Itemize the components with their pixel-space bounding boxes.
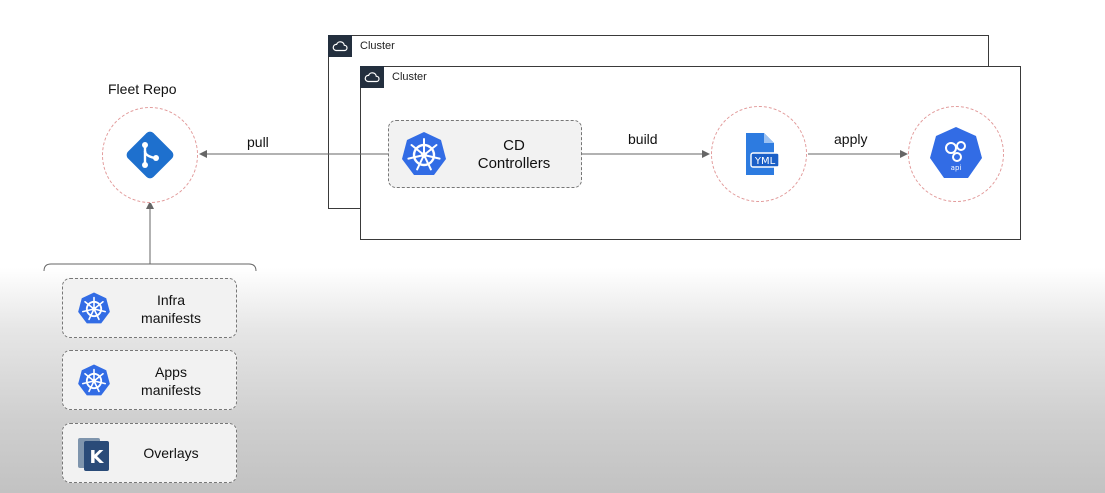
source-label-line1: Infra [156, 292, 185, 308]
api-text: api [951, 164, 962, 172]
source-apps-manifests: Apps manifests [62, 350, 237, 410]
git-icon [126, 131, 174, 179]
pull-label: pull [247, 134, 269, 150]
source-label-line1: Overlays [143, 445, 199, 461]
cd-controllers-line1: CD [503, 137, 525, 154]
source-overlays: K Overlays [62, 423, 237, 483]
api-node: api [908, 106, 1004, 202]
source-label-line2: manifests [141, 310, 201, 326]
cloud-icon [328, 35, 352, 57]
apply-label: apply [834, 131, 868, 147]
source-infra-manifests: Infra manifests [62, 278, 237, 338]
cluster-label: Cluster [392, 71, 427, 83]
fleet-repo-title: Fleet Repo [108, 81, 177, 97]
cd-controllers-node: CD Controllers [388, 120, 582, 188]
yml-text: YML [754, 156, 776, 167]
sources-bracket [43, 263, 257, 272]
build-label: build [628, 131, 658, 147]
source-label-line1: Apps [155, 364, 187, 380]
kubernetes-icon [78, 292, 110, 324]
source-label-line2: manifests [141, 382, 201, 398]
yml-node: YML [711, 106, 807, 202]
fleet-repo-node [102, 107, 198, 203]
kubernetes-icon [402, 132, 446, 175]
kustomize-icon: K [78, 438, 109, 471]
cd-controllers-line2: Controllers [477, 155, 551, 172]
kubernetes-icon [78, 364, 110, 396]
kustomize-letter: K [90, 447, 105, 468]
cloud-icon [360, 66, 384, 88]
yml-file-icon: YML [746, 133, 780, 175]
kubernetes-api-icon: api [930, 127, 982, 178]
cluster-label: Cluster [360, 40, 395, 52]
